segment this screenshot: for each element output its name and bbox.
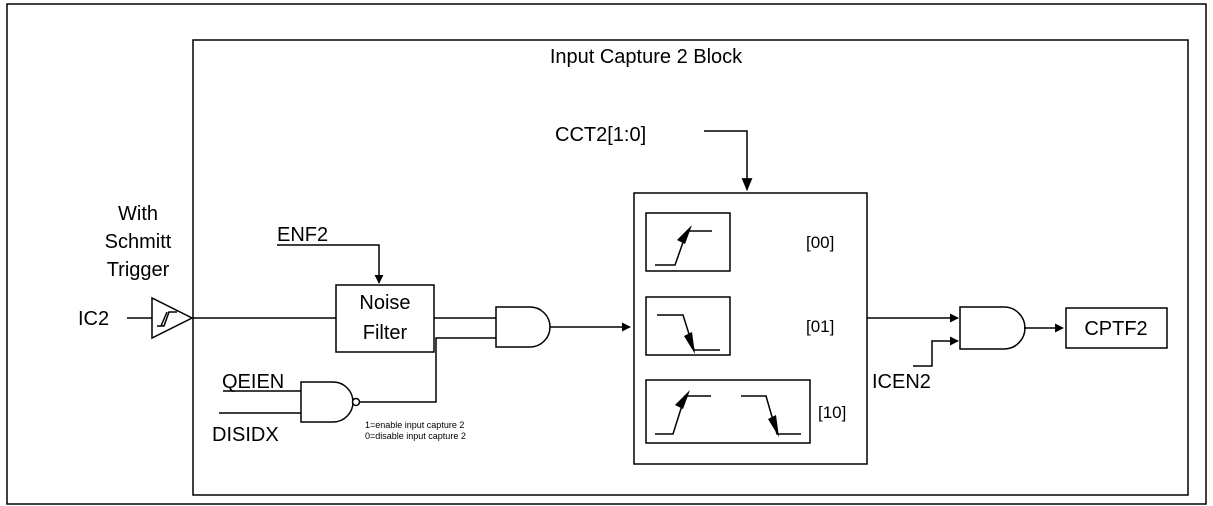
schmitt-label: With Schmitt Trigger — [105, 203, 172, 281]
mode-01-label: [01] — [806, 317, 834, 336]
noise-filter-box — [335, 284, 435, 353]
ic2-pin-label: IC2 — [78, 308, 109, 330]
enable-note-line2: 0=disable input capture 2 — [365, 431, 466, 441]
block-title: Input Capture 2 Block — [550, 46, 743, 68]
falling-edge-box — [645, 296, 731, 356]
cptf2-box — [1065, 307, 1168, 349]
mode-00-label: [00] — [806, 233, 834, 252]
mode-10-label: [10] — [818, 403, 846, 422]
capture-block-border — [192, 39, 1189, 496]
schmitt-label-line2: Schmitt — [105, 231, 172, 253]
both-edges-icon — [655, 390, 801, 437]
cptf2-label: CPTF2 — [1084, 318, 1147, 340]
nand-bubble — [351, 397, 361, 407]
enf2-arrow — [277, 244, 384, 284]
icen2-label: ICEN2 — [872, 371, 931, 393]
output-and-gate — [959, 306, 1026, 350]
noise-filter-label-line2: Filter — [363, 322, 408, 344]
enable-nand-gate — [300, 381, 354, 423]
disidx-label: DISIDX — [212, 424, 279, 446]
falling-edge-icon — [657, 314, 720, 354]
rising-edge-icon — [655, 225, 712, 266]
qeien-label: QEIEN — [222, 371, 284, 393]
schmitt-label-line1: With — [118, 203, 158, 225]
enable-note-line1: 1=enable input capture 2 — [365, 420, 464, 430]
rising-edge-box — [645, 212, 731, 272]
schmitt-trigger-buffer — [151, 296, 194, 340]
capture-and-gate — [495, 306, 551, 348]
icen2-arrow — [913, 336, 959, 367]
cct2-arrow — [704, 130, 753, 192]
enf2-label: ENF2 — [277, 224, 328, 246]
cct2-label: CCT2[1:0] — [555, 124, 646, 146]
noise-filter-label-line1: Noise — [359, 292, 410, 314]
schmitt-label-line3: Trigger — [107, 259, 170, 281]
nand-to-and-wire — [360, 337, 496, 403]
outer-frame — [6, 3, 1207, 505]
hysteresis-icon — [157, 311, 177, 327]
